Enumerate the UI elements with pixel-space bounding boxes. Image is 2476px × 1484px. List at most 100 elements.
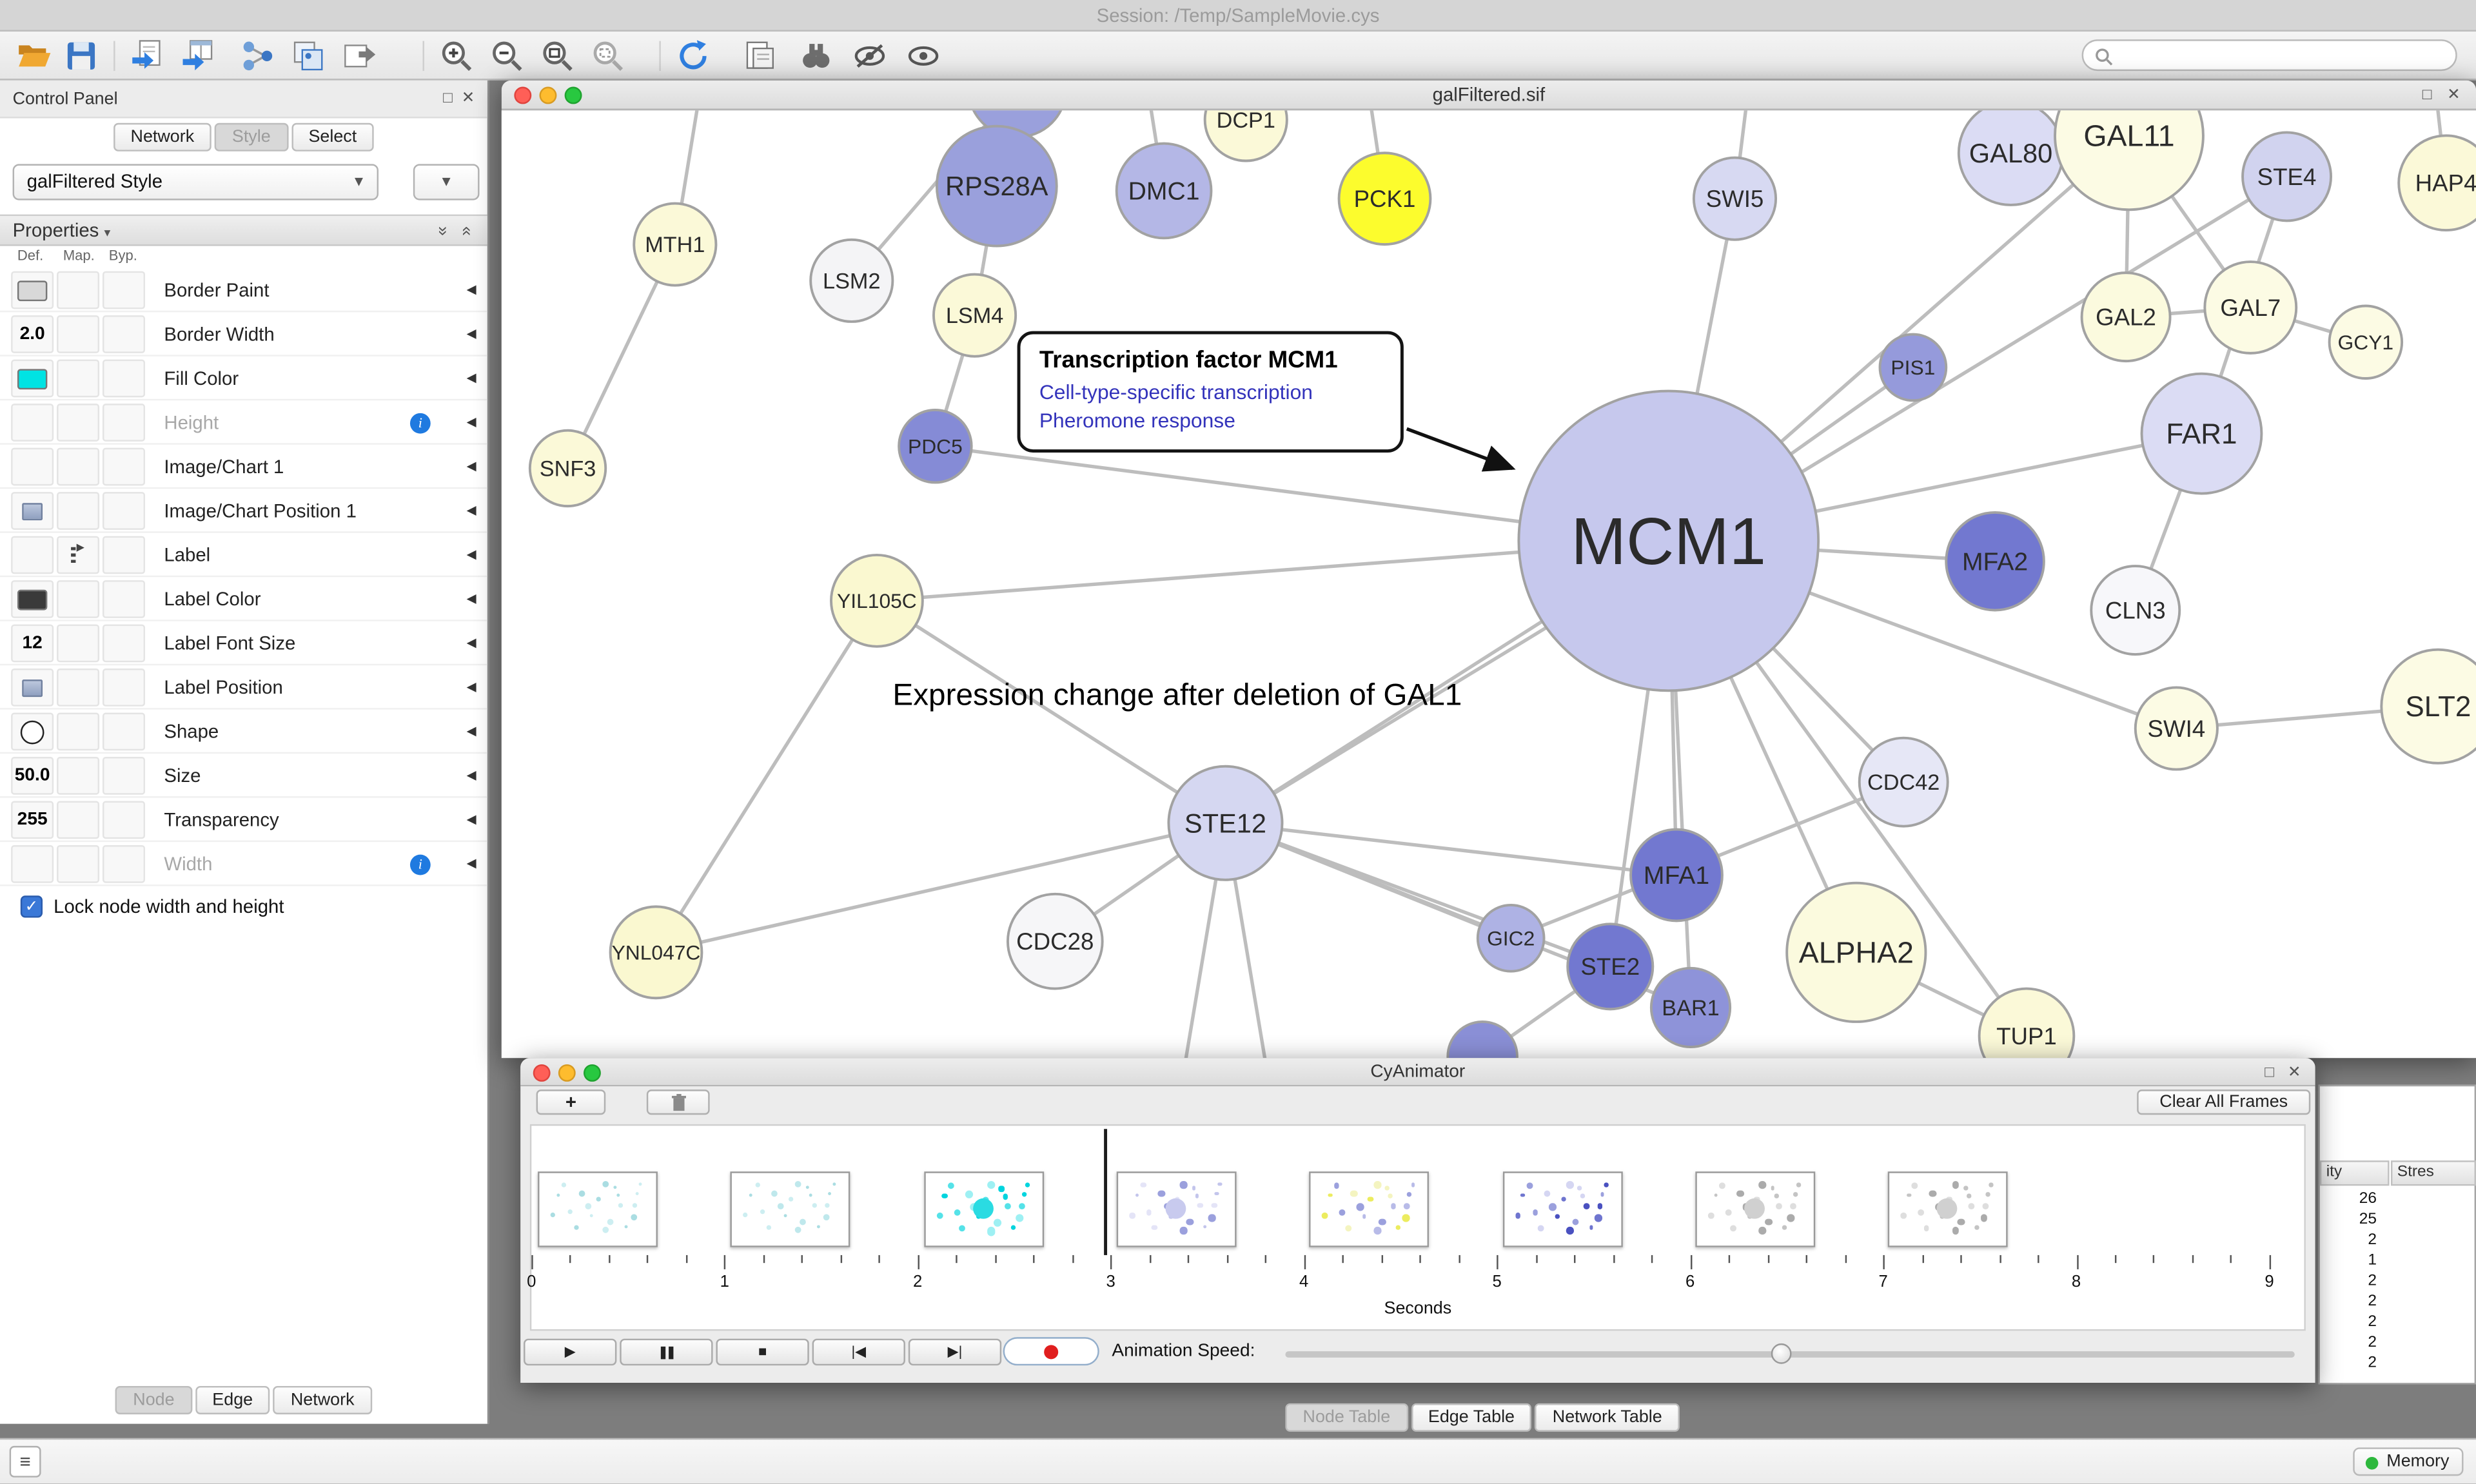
network-node-swi4[interactable]: SWI4: [2136, 687, 2217, 769]
frame-thumbnail-0[interactable]: [538, 1171, 658, 1247]
close-traffic-light[interactable]: [533, 1064, 551, 1082]
last-frame-button[interactable]: ▶|: [909, 1339, 1001, 1366]
search-input[interactable]: [2118, 43, 2446, 68]
style-select[interactable]: galFiltered Style ▼: [13, 164, 378, 200]
network-node-slt2[interactable]: SLT2: [2381, 650, 2476, 763]
mapping-cell[interactable]: [57, 271, 99, 309]
network-node-ste12[interactable]: STE12: [1168, 766, 1282, 880]
mapping-cell[interactable]: [57, 404, 99, 442]
tab-edge-style[interactable]: Edge: [195, 1386, 270, 1414]
network-node-ste2[interactable]: STE2: [1567, 924, 1653, 1009]
mapping-cell[interactable]: [57, 580, 99, 618]
expand-row-icon[interactable]: ◀: [467, 268, 477, 312]
stop-button[interactable]: ■: [716, 1339, 809, 1366]
expand-row-icon[interactable]: ◀: [467, 400, 477, 444]
properties-header[interactable]: Properties ▾ » »: [0, 215, 487, 246]
clear-all-frames-button[interactable]: Clear All Frames: [2137, 1089, 2310, 1115]
import-table-icon[interactable]: [180, 38, 216, 74]
mapping-cell[interactable]: [57, 360, 99, 398]
network-node-cdc42[interactable]: CDC42: [1860, 738, 1948, 826]
record-button[interactable]: [1003, 1337, 1099, 1365]
zoom-fit-icon[interactable]: [539, 38, 575, 74]
default-value-cell[interactable]: [11, 492, 54, 530]
timeline[interactable]: 0123456789 Seconds: [530, 1124, 2306, 1331]
property-row-height[interactable]: Heighti◀: [0, 400, 487, 444]
add-frame-button[interactable]: +: [536, 1089, 606, 1115]
expand-row-icon[interactable]: ◀: [467, 665, 477, 709]
import-network-icon[interactable]: [130, 38, 166, 74]
new-network-icon[interactable]: [240, 38, 276, 74]
tab-node-style[interactable]: Node: [115, 1386, 192, 1414]
network-node-far1[interactable]: FAR1: [2142, 374, 2262, 494]
property-row-fill-color[interactable]: Fill Color◀: [0, 356, 487, 400]
network-node-snf3[interactable]: SNF3: [530, 431, 605, 506]
table-column-centrality[interactable]: ity: [2320, 1160, 2390, 1186]
network-node-lsm4[interactable]: LSM4: [934, 275, 1016, 356]
frame-thumbnail-3[interactable]: [1116, 1171, 1236, 1247]
float-window-icon[interactable]: □: [2265, 1058, 2274, 1088]
open-session-icon[interactable]: [15, 38, 52, 74]
frame-thumbnail-2[interactable]: [923, 1171, 1043, 1247]
network-node-gic2[interactable]: GIC2: [1478, 905, 1544, 971]
bypass-cell[interactable]: [103, 801, 145, 839]
tab-network[interactable]: Network: [113, 123, 211, 151]
bypass-cell[interactable]: [103, 360, 145, 398]
frame-thumbnail-7[interactable]: [1888, 1171, 2008, 1247]
default-value-cell[interactable]: [11, 536, 54, 574]
mapping-cell[interactable]: [57, 845, 99, 883]
tab-select[interactable]: Select: [291, 123, 375, 151]
annotation-box[interactable]: Transcription factor MCM1 Cell-type-spec…: [1017, 331, 1404, 453]
expand-row-icon[interactable]: ◀: [467, 842, 477, 886]
network-node-hap4[interactable]: HAP4: [2399, 135, 2476, 230]
tab-style[interactable]: Style: [215, 123, 288, 151]
pause-button[interactable]: [620, 1339, 712, 1366]
speed-slider-thumb[interactable]: [1771, 1343, 1792, 1364]
close-window-icon[interactable]: ✕: [2288, 1058, 2301, 1088]
network-edge[interactable]: [656, 601, 876, 952]
default-value-cell[interactable]: 255: [11, 801, 54, 839]
network-node-mfa2[interactable]: MFA2: [1946, 513, 2044, 610]
network-edge[interactable]: [656, 823, 1225, 953]
network-node-ste4[interactable]: STE4: [2243, 132, 2331, 220]
default-value-cell[interactable]: [11, 360, 54, 398]
style-options-button[interactable]: ▼: [413, 164, 480, 200]
network-node-alpha2[interactable]: ALPHA2: [1787, 883, 1925, 1022]
mapping-cell[interactable]: [57, 669, 99, 707]
expand-row-icon[interactable]: ◀: [467, 445, 477, 489]
tab-network-table[interactable]: Network Table: [1535, 1403, 1680, 1432]
minimize-traffic-light[interactable]: [539, 87, 556, 104]
network-node-tup1[interactable]: TUP1: [1980, 989, 2074, 1059]
default-value-cell[interactable]: [11, 845, 54, 883]
clone-network-icon[interactable]: [290, 38, 326, 74]
property-row-image-chart-position-1[interactable]: Image/Chart Position 1◀: [0, 489, 487, 532]
property-row-image-chart-1[interactable]: Image/Chart 1◀: [0, 445, 487, 489]
mapping-cell[interactable]: [57, 625, 99, 663]
zoom-traffic-light[interactable]: [565, 87, 582, 104]
float-panel-icon[interactable]: □: [443, 81, 453, 119]
network-node-gal80[interactable]: GAL80: [1959, 110, 2063, 205]
mapping-cell[interactable]: [57, 536, 99, 574]
property-row-transparency[interactable]: 255Transparency◀: [0, 798, 487, 842]
network-node-mth1[interactable]: MTH1: [634, 204, 716, 286]
table-column-stress[interactable]: Stres: [2391, 1160, 2476, 1186]
network-node-mcm1[interactable]: MCM1: [1518, 391, 1818, 691]
cyanimator-titlebar[interactable]: CyAnimator □ ✕: [520, 1058, 2315, 1086]
save-session-icon[interactable]: [63, 38, 99, 74]
network-node-bar1[interactable]: BAR1: [1651, 968, 1730, 1047]
network-node-ynl047c[interactable]: YNL047C: [611, 906, 702, 998]
bypass-cell[interactable]: [103, 492, 145, 530]
mapping-cell[interactable]: [57, 713, 99, 751]
mapping-cell[interactable]: [57, 801, 99, 839]
bypass-cell[interactable]: [103, 713, 145, 751]
annotation-link-pheromone[interactable]: Pheromone response: [1039, 407, 1385, 435]
zoom-in-icon[interactable]: [438, 38, 475, 74]
default-value-cell[interactable]: [11, 448, 54, 486]
minimize-traffic-light[interactable]: [558, 1064, 576, 1082]
network-node-mfa1[interactable]: MFA1: [1631, 830, 1722, 921]
network-canvas[interactable]: RPS28BRPS28ADMC1DCP1PCK1SWI5GAL80GAL11ST…: [502, 110, 2476, 1058]
network-node-pck1[interactable]: PCK1: [1339, 153, 1431, 244]
hide-eye-slash-icon[interactable]: [852, 38, 888, 74]
network-node-yil105c[interactable]: YIL105C: [831, 555, 923, 647]
default-value-cell[interactable]: [11, 669, 54, 707]
expand-row-icon[interactable]: ◀: [467, 577, 477, 621]
